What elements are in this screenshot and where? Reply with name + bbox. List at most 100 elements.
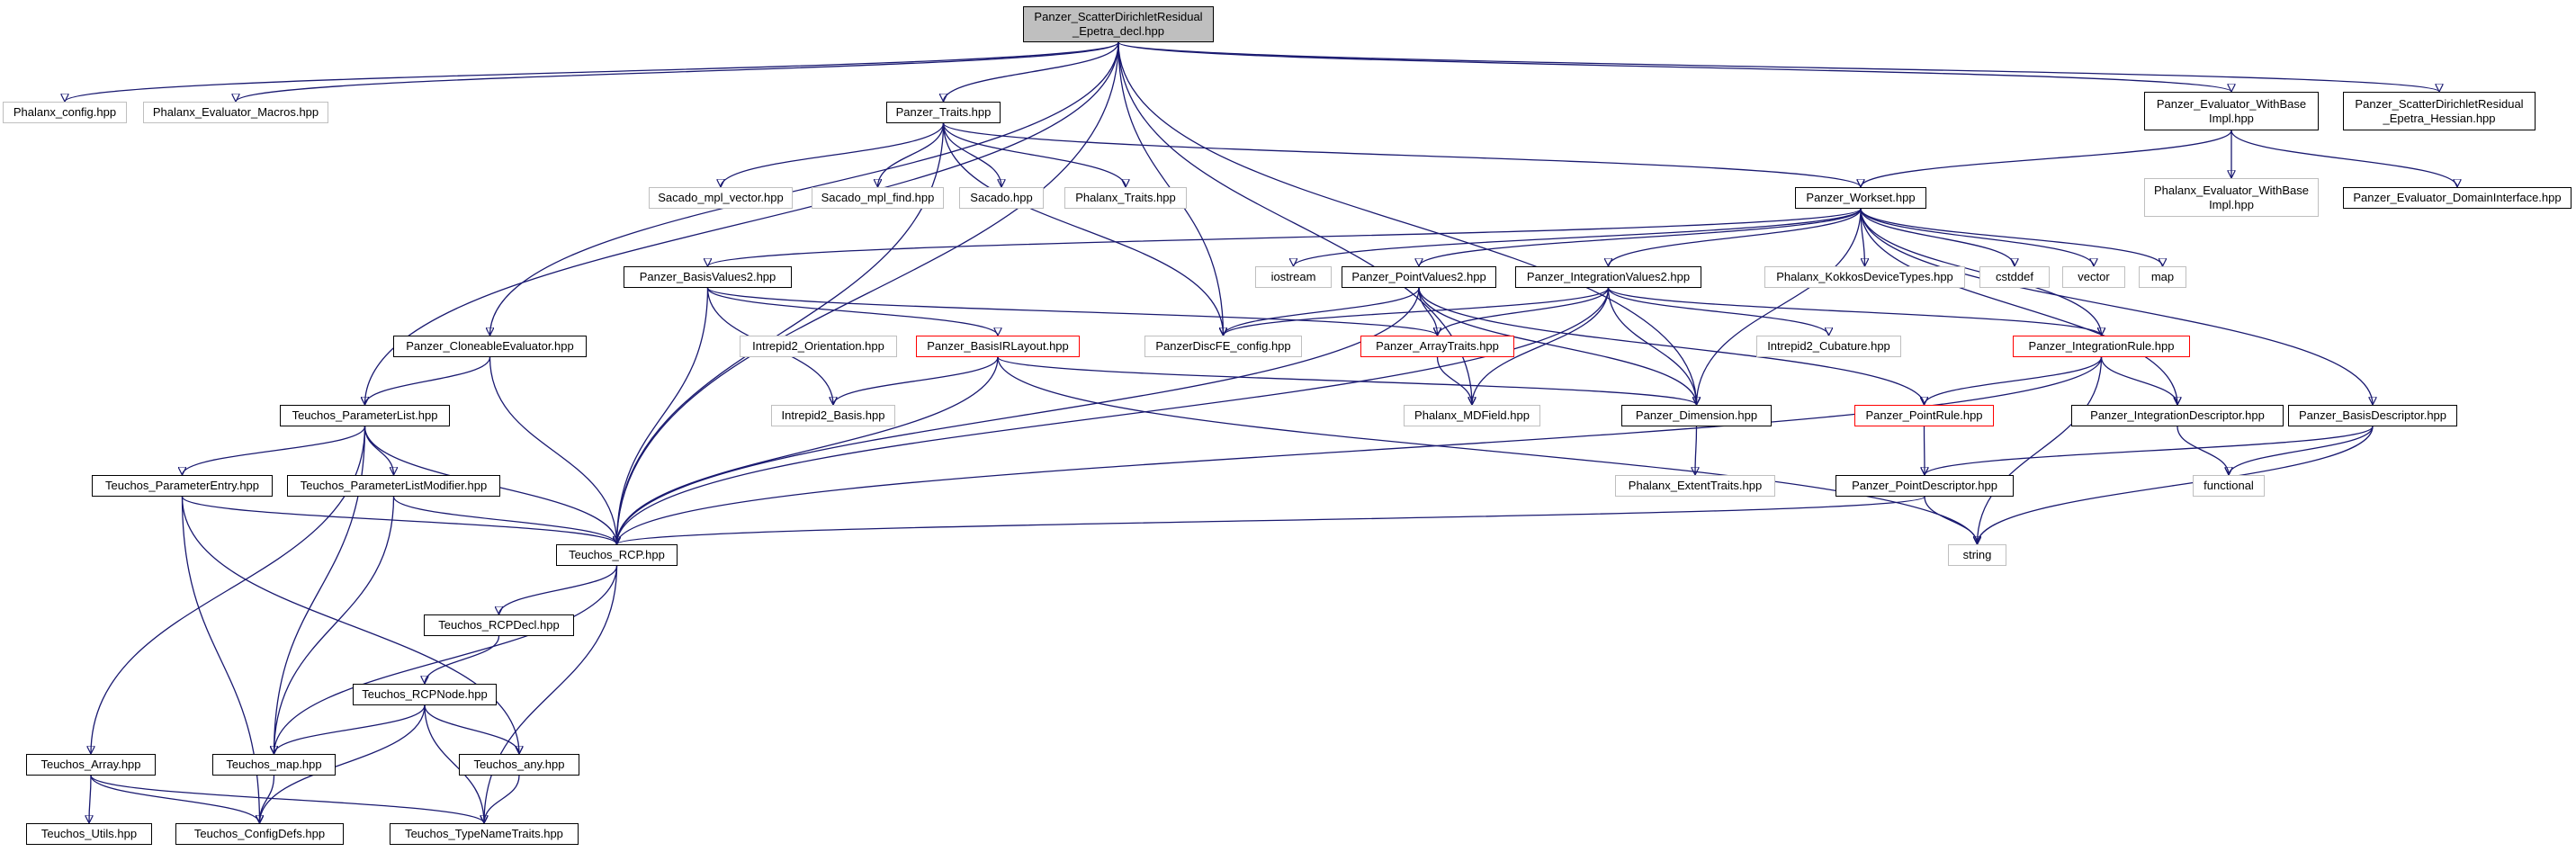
edge-panzer_integrationvalues2-to-panzer_dimension [1607, 287, 1697, 405]
node-panzer-pointrule[interactable]: Panzer_PointRule.hpp [1854, 405, 1994, 426]
edge-panzer_basisirlayout-to-string [997, 356, 1978, 544]
edge-teuchos_array-to-teuchos_configdefs [90, 775, 260, 824]
edge-panzer_workset-to-iostream [1294, 208, 1862, 267]
node-panzer-integrationrule[interactable]: Panzer_IntegrationRule.hpp [2013, 336, 2190, 357]
edge-root-to-panzer_dimension [1117, 41, 1697, 405]
node-teuchos-rcp[interactable]: Teuchos_RCP.hpp [556, 544, 678, 566]
edge-panzer_integrationrule-to-teuchos_rcp [617, 356, 2103, 544]
node-teuchos-typenametraits[interactable]: Teuchos_TypeNameTraits.hpp [390, 823, 579, 845]
node-teuchos-parameterlistmodifier[interactable]: Teuchos_ParameterListModifier.hpp [287, 475, 500, 497]
edge-teuchos_array-to-teuchos_typenametraits [90, 775, 484, 824]
edge-root-to-panzer_evaluator_withbaseimpl [1117, 41, 2231, 93]
edge-panzer_workset-to-panzer_integrationvalues2 [1609, 208, 1862, 267]
edge-panzer_workset-to-vector [1860, 208, 2094, 267]
edge-panzer_workset-to-map [1860, 208, 2163, 267]
node-teuchos-array[interactable]: Teuchos_Array.hpp [26, 754, 156, 776]
node-panzer-traits[interactable]: Panzer_Traits.hpp [886, 102, 1001, 123]
edge-panzer_evaluator_withbaseimpl-to-panzer_evaluator_domaininterface [2230, 130, 2457, 188]
node-teuchos-parameterlist[interactable]: Teuchos_ParameterList.hpp [280, 405, 450, 426]
node-cstddef[interactable]: cstddef [1979, 266, 2050, 288]
node-phalanx-traits[interactable]: Phalanx_Traits.hpp [1064, 187, 1187, 209]
node-phalanx-mdfield[interactable]: Phalanx_MDField.hpp [1404, 405, 1540, 426]
edge-teuchos_parameterentry-to-teuchos_any [181, 496, 520, 754]
edge-panzer_workset-to-panzer_pointvalues2 [1419, 208, 1862, 267]
node-phalanx-kokkosdevicetypes[interactable]: Phalanx_KokkosDeviceTypes.hpp [1764, 266, 1965, 288]
edge-teuchos_rcpnode-to-teuchos_map [274, 704, 426, 755]
edge-panzer_workset-to-cstddef [1860, 208, 2015, 267]
edge-panzer_traits-to-panzerdiscfe_config [942, 122, 1224, 336]
node-panzer-integrationvalues2[interactable]: Panzer_IntegrationValues2.hpp [1515, 266, 1701, 288]
edge-panzer_basisvalues2-to-panzer_arraytraits [706, 287, 1438, 336]
edge-panzer_pointvalues2-to-panzerdiscfe_config [1224, 287, 1420, 336]
edge-panzer_workset-to-panzer_dimension [1697, 208, 1862, 405]
node-panzer-dimension[interactable]: Panzer_Dimension.hpp [1621, 405, 1772, 426]
node-root[interactable]: Panzer_ScatterDirichletResidual _Epetra_… [1023, 6, 1214, 42]
node-panzer-basisdescriptor[interactable]: Panzer_BasisDescriptor.hpp [2288, 405, 2457, 426]
node-intrepid2-cubature[interactable]: Intrepid2_Cubature.hpp [1756, 336, 1901, 357]
node-map[interactable]: map [2139, 266, 2186, 288]
edge-panzer_workset-to-panzer_integrationdescriptor [1860, 208, 2177, 405]
node-iostream[interactable]: iostream [1255, 266, 1332, 288]
node-vector[interactable]: vector [2062, 266, 2125, 288]
node-intrepid2-basis[interactable]: Intrepid2_Basis.hpp [771, 405, 895, 426]
node-sacado-mpl-find[interactable]: Sacado_mpl_find.hpp [812, 187, 944, 209]
node-teuchos-configdefs[interactable]: Teuchos_ConfigDefs.hpp [175, 823, 344, 845]
node-panzer-basisirlayout[interactable]: Panzer_BasisIRLayout.hpp [916, 336, 1080, 357]
node-intrepid2-orientation[interactable]: Intrepid2_Orientation.hpp [740, 336, 897, 357]
edge-panzer_arraytraits-to-phalanx_mdfield [1436, 356, 1473, 406]
node-phalanx-extenttraits[interactable]: Phalanx_ExtentTraits.hpp [1615, 475, 1775, 497]
edge-panzer_basisirlayout-to-panzer_dimension [997, 356, 1697, 406]
edge-teuchos_parameterlistmodifier-to-teuchos_map [274, 496, 395, 754]
node-panzerdiscfe-config[interactable]: PanzerDiscFE_config.hpp [1144, 336, 1302, 357]
node-phalanx-evaluator-withbaseimpl[interactable]: Phalanx_Evaluator_WithBase Impl.hpp [2144, 178, 2319, 217]
edge-teuchos_rcpdecl-to-teuchos_rcpnode [425, 635, 500, 685]
node-phalanx-config[interactable]: Phalanx_config.hpp [3, 102, 127, 123]
edge-panzer_integrationvalues2-to-panzer_arraytraits [1438, 287, 1610, 336]
edge-root-to-teuchos_rcp [617, 41, 1119, 544]
edge-root-to-panzer_cloneableevaluator [490, 41, 1119, 336]
node-teuchos-rcpdecl[interactable]: Teuchos_RCPDecl.hpp [424, 614, 574, 636]
node-panzer-scatter-hessian[interactable]: Panzer_ScatterDirichletResidual _Epetra_… [2343, 92, 2536, 130]
edge-teuchos_parameterlist-to-teuchos_parameterentry [183, 426, 366, 476]
node-panzer-workset[interactable]: Panzer_Workset.hpp [1795, 187, 1926, 209]
edge-teuchos_parameterentry-to-teuchos_rcp [181, 496, 617, 545]
node-panzer-arraytraits[interactable]: Panzer_ArrayTraits.hpp [1360, 336, 1514, 357]
edge-teuchos_array-to-teuchos_utils [89, 775, 91, 823]
edge-root-to-teuchos_parameterlist [365, 41, 1119, 405]
edge-panzer_dimension-to-phalanx_extenttraits [1695, 426, 1697, 475]
edge-teuchos_any-to-teuchos_typenametraits [484, 775, 520, 824]
node-teuchos-parameterentry[interactable]: Teuchos_ParameterEntry.hpp [92, 475, 273, 497]
edge-teuchos_rcpnode-to-teuchos_any [424, 704, 519, 755]
edge-panzer_basisirlayout-to-intrepid2_basis [833, 356, 999, 406]
node-sacado[interactable]: Sacado.hpp [959, 187, 1044, 209]
edge-panzer_workset-to-panzer_basisdescriptor [1860, 208, 2373, 405]
edge-panzer_basisirlayout-to-teuchos_rcp [617, 356, 999, 544]
edge-panzer_integrationvalues2-to-phalanx_mdfield [1472, 287, 1610, 405]
node-panzer-integrationdescriptor[interactable]: Panzer_IntegrationDescriptor.hpp [2071, 405, 2284, 426]
node-teuchos-map[interactable]: Teuchos_map.hpp [212, 754, 336, 776]
node-sacado-mpl-vector[interactable]: Sacado_mpl_vector.hpp [649, 187, 793, 209]
edge-panzer_pointdescriptor-to-teuchos_rcp [617, 496, 1925, 545]
node-panzer-pointvalues2[interactable]: Panzer_PointValues2.hpp [1342, 266, 1496, 288]
edge-panzer_cloneableevaluator-to-teuchos_parameterlist [365, 356, 491, 406]
edge-panzer_traits-to-phalanx_traits [942, 122, 1126, 188]
node-teuchos-utils[interactable]: Teuchos_Utils.hpp [26, 823, 152, 845]
node-functional[interactable]: functional [2193, 475, 2265, 497]
edge-panzer_integrationvalues2-to-panzer_integrationrule [1607, 287, 2102, 336]
node-panzer-basisvalues2[interactable]: Panzer_BasisValues2.hpp [624, 266, 792, 288]
node-panzer-pointdescriptor[interactable]: Panzer_PointDescriptor.hpp [1836, 475, 2014, 497]
edge-teuchos_rcp-to-teuchos_typenametraits [484, 565, 618, 823]
node-panzer-cloneableevaluator[interactable]: Panzer_CloneableEvaluator.hpp [393, 336, 587, 357]
node-panzer-evaluator-domaininterface[interactable]: Panzer_Evaluator_DomainInterface.hpp [2343, 187, 2572, 209]
edge-panzer_integrationdescriptor-to-functional [2177, 426, 2229, 476]
node-string[interactable]: string [1948, 544, 2006, 566]
node-panzer-evaluator-withbaseimpl[interactable]: Panzer_Evaluator_WithBase Impl.hpp [2144, 92, 2319, 130]
edge-panzer_integrationvalues2-to-teuchos_rcp [617, 287, 1610, 544]
node-phalanx-evaluator-macros[interactable]: Phalanx_Evaluator_Macros.hpp [143, 102, 328, 123]
edge-panzer_basisvalues2-to-panzer_basisirlayout [706, 287, 999, 336]
edge-root-to-panzer_traits [944, 41, 1119, 103]
node-teuchos-any[interactable]: Teuchos_any.hpp [459, 754, 579, 776]
node-teuchos-rcpnode[interactable]: Teuchos_RCPNode.hpp [353, 684, 497, 705]
